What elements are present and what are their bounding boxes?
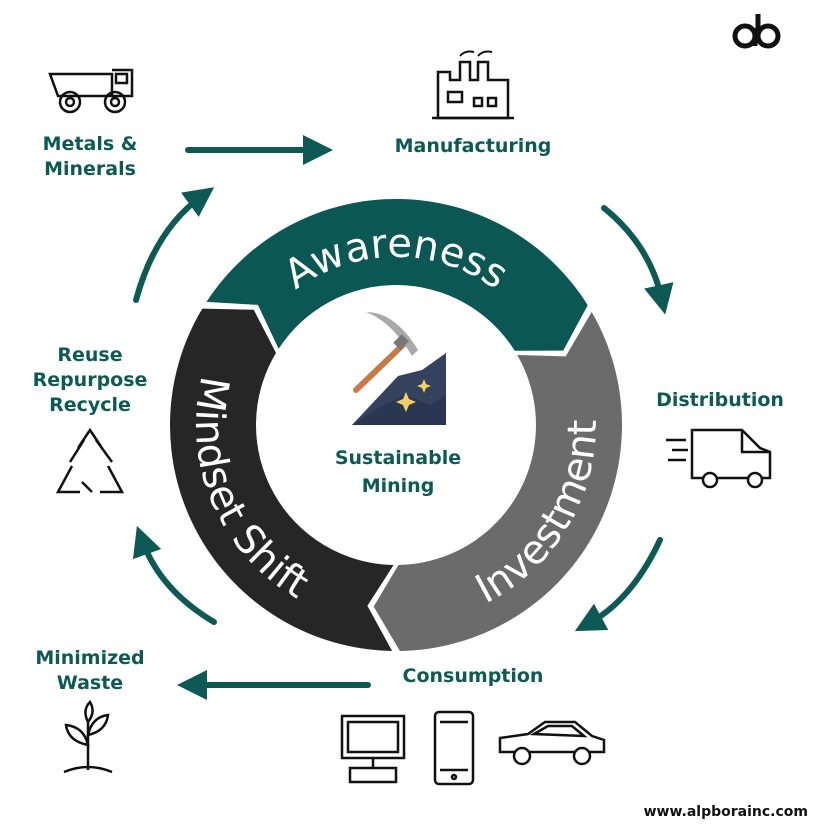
mining-truck-icon (48, 68, 134, 114)
label-line: Manufacturing (394, 135, 552, 157)
phone-icon (433, 710, 475, 786)
recycle-icon (55, 427, 125, 494)
ring-segment-investment (373, 312, 622, 651)
arrow-manufacturing-to-distribution (601, 205, 674, 315)
computer-icon (340, 714, 406, 784)
arrow-waste-to-recycle (132, 525, 217, 625)
website-link[interactable]: www.alpborainc.com (643, 804, 808, 820)
label-line: Metals & (42, 133, 138, 155)
pickaxe-rock-icon (352, 312, 446, 425)
label-line: Consumption (402, 665, 544, 687)
plant-icon (63, 699, 113, 774)
stage-minimized-waste: Minimized Waste (35, 646, 144, 696)
stage-reuse-recycle: Reuse Repurpose Recycle (33, 343, 148, 418)
car-icon (498, 720, 606, 766)
ring-segment-mindset-shift (169, 308, 394, 651)
arrow-distribution-to-consumption (574, 537, 663, 632)
ring-segment-awareness (206, 198, 588, 351)
stage-consumption: Consumption (403, 664, 544, 689)
stage-metals-minerals: Metals & Minerals (43, 132, 138, 182)
cycle-arrows (132, 135, 674, 700)
label-line: Minerals (44, 158, 136, 180)
center-title-line1: Sustainable (335, 447, 461, 469)
label-line: Recycle (49, 394, 131, 416)
label-line: Waste (56, 672, 124, 694)
stage-distribution: Distribution (656, 388, 784, 413)
label-line: Repurpose (32, 369, 148, 391)
logo (732, 14, 781, 49)
label-line: Reuse (57, 344, 123, 366)
cycle-ring (169, 198, 622, 651)
label-line: Minimized (35, 647, 145, 669)
delivery-van-icon (666, 428, 772, 489)
arrow-recycle-to-metals (133, 187, 215, 303)
factory-icon (432, 50, 514, 120)
center-title-line2: Mining (362, 475, 435, 497)
label-line: Distribution (656, 389, 784, 411)
stage-manufacturing: Manufacturing (395, 134, 552, 159)
